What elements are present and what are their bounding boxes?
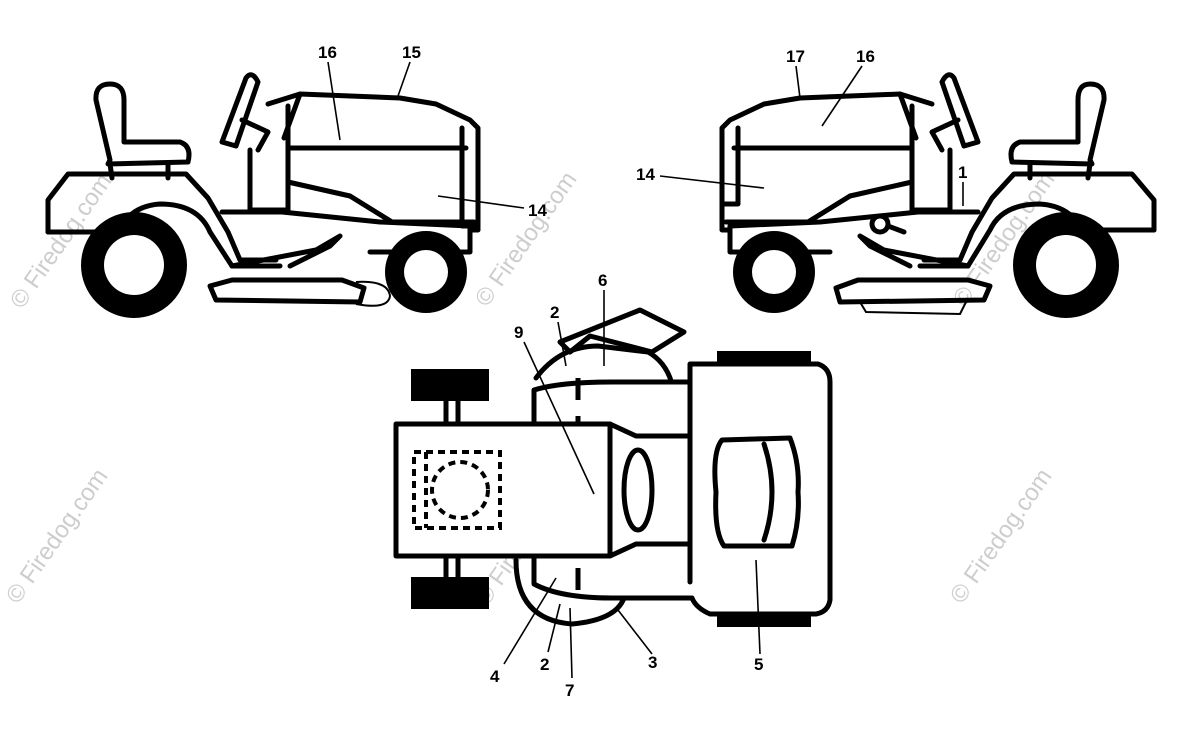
watermark-2: © Firedog.com (470, 167, 583, 312)
tractor-top-view (393, 307, 833, 627)
callout-left-14: 14 (528, 201, 547, 220)
watermark-6: © Firedog.com (945, 464, 1058, 609)
callout-right-16: 16 (856, 47, 875, 66)
callout-left-15: 15 (402, 43, 421, 62)
callout-top-7: 7 (565, 681, 574, 700)
top-view-callouts: 6 2 9 4 2 7 3 5 (490, 271, 763, 700)
callout-right-14: 14 (636, 165, 655, 184)
callout-right-17: 17 (786, 47, 805, 66)
callout-left-16: 16 (318, 43, 337, 62)
left-view-callouts: 16 15 14 (318, 43, 547, 220)
callout-top-6: 6 (598, 271, 607, 290)
callout-top-4: 4 (490, 667, 500, 686)
right-view-callouts: 17 16 14 1 (636, 47, 967, 206)
callout-top-2b: 2 (540, 655, 549, 674)
callout-top-2a: 2 (550, 303, 559, 322)
callout-top-9: 9 (514, 323, 523, 342)
watermark-4: © Firedog.com (1, 464, 114, 609)
callout-top-3: 3 (648, 653, 657, 672)
tractor-right-view (719, 72, 1157, 318)
tractor-left-view (45, 72, 481, 318)
callout-right-1: 1 (958, 163, 967, 182)
callout-top-5: 5 (754, 655, 763, 674)
